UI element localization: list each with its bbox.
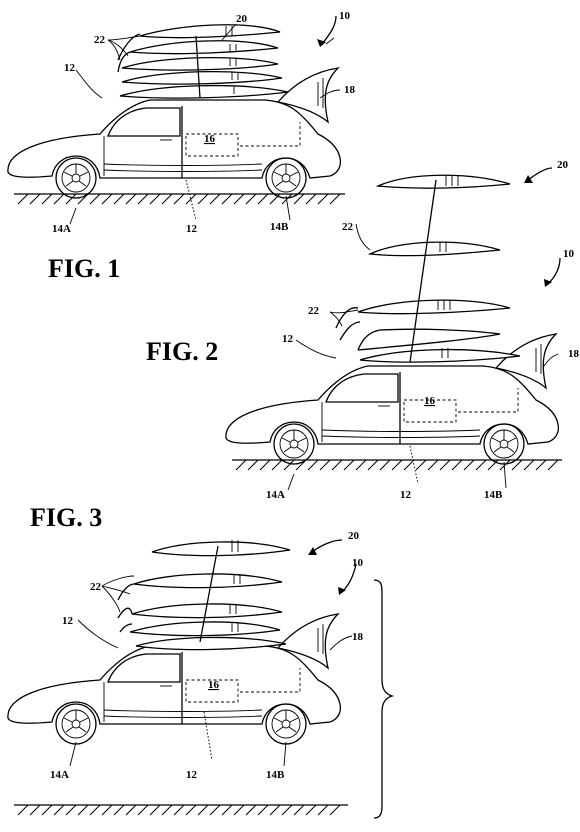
label-14a: 14A [52,223,71,235]
label-16: 16 [204,133,216,145]
label-10: 10 [352,557,364,569]
wing-stack [335,174,521,363]
wing-stack [117,540,291,651]
label-22: 22 [90,581,102,593]
figure-2-caption: FIG. 2 [146,337,218,366]
label-16: 16 [208,679,220,691]
label-14b: 14B [270,221,289,233]
label-20: 20 [236,13,248,25]
figure-2: 20 22 10 22 12 18 16 14A 12 14B FIG. 2 [146,159,580,501]
label-12-top: 12 [282,333,294,345]
ground-line [232,459,562,471]
label-22: 22 [94,34,106,46]
label-12-bottom: 12 [186,769,198,781]
figure-1-caption: FIG. 1 [48,254,120,283]
label-10: 10 [563,248,575,260]
figure-3-caption: FIG. 3 [30,503,102,532]
label-14a: 14A [50,769,69,781]
label-20: 20 [557,159,569,171]
label-12-bottom: 12 [400,489,412,501]
ground-line [14,804,348,816]
figure-1: 10 20 22 12 18 16 14A 12 14B FIG. 1 [7,10,356,283]
label-12-top: 12 [62,615,74,627]
wing-stack [117,24,289,99]
label-14b: 14B [484,489,503,501]
label-22-upper: 22 [342,221,354,233]
label-12-bottom: 12 [186,223,198,235]
figure-3: 20 10 22 12 18 16 14A 12 14B FIG. 3 [7,503,395,819]
label-10: 10 [339,10,351,22]
ground-line [14,193,345,205]
label-18: 18 [352,631,364,643]
label-20: 20 [348,530,360,542]
label-18: 18 [568,348,580,360]
label-22-lower: 22 [308,305,320,317]
label-14b: 14B [266,769,285,781]
label-12-top: 12 [64,62,76,74]
label-18: 18 [344,84,356,96]
label-14a: 14A [266,489,285,501]
label-16: 16 [424,395,436,407]
